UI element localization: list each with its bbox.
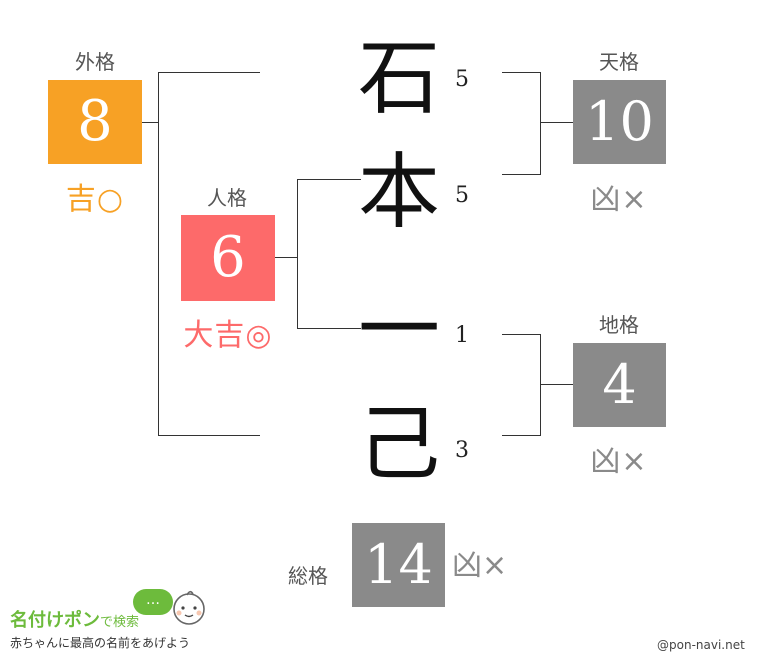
gaikaku-value-box: 8 xyxy=(48,80,142,164)
baby-icon xyxy=(170,588,208,632)
tenkaku-fortune: 凶× xyxy=(590,182,648,217)
tenkaku-bracket-vertical xyxy=(540,72,541,175)
soukaku-label: 総格 xyxy=(288,564,328,588)
logo-suffix: で検索 xyxy=(100,615,140,630)
gaikaku-bracket-top xyxy=(158,72,260,73)
tenkaku-bracket-top xyxy=(502,72,540,73)
name-char-1: 石 xyxy=(357,31,440,126)
jinkaku-bracket-bottom xyxy=(297,328,361,329)
speech-bubble-dots: … xyxy=(146,592,160,608)
logo: 名付けポンで検索 xyxy=(10,606,139,632)
name-char-2: 本 xyxy=(357,145,440,240)
tenkaku-connector xyxy=(540,122,573,123)
chikaku-bracket-bottom xyxy=(502,435,540,436)
stroke-count-2: 5 xyxy=(455,183,469,208)
gaikaku-connector xyxy=(142,122,159,123)
name-char-3: 一 xyxy=(357,283,440,378)
soukaku-value-box: 14 xyxy=(352,523,445,607)
tenkaku-label: 天格 xyxy=(599,50,639,74)
logo-title: 名付けポン xyxy=(10,610,100,631)
tenkaku-bracket-bottom xyxy=(502,174,540,175)
chikaku-bracket-vertical xyxy=(540,334,541,436)
chikaku-fortune: 凶× xyxy=(590,444,648,479)
jinkaku-connector xyxy=(275,257,298,258)
stroke-count-1: 5 xyxy=(455,67,469,92)
stroke-count-4: 3 xyxy=(455,438,469,463)
soukaku-fortune: 凶× xyxy=(452,548,508,583)
jinkaku-bracket-vertical xyxy=(297,179,298,329)
stroke-count-3: 1 xyxy=(455,323,469,348)
gaikaku-bracket-vertical xyxy=(158,72,159,436)
gaikaku-fortune: 吉○ xyxy=(65,182,125,217)
chikaku-connector xyxy=(540,384,573,385)
site-credit: @pon-navi.net xyxy=(657,638,745,652)
gaikaku-label: 外格 xyxy=(75,50,115,74)
jinkaku-bracket-top xyxy=(297,179,361,180)
chikaku-label: 地格 xyxy=(599,313,639,337)
chikaku-value-box: 4 xyxy=(573,343,666,427)
name-char-4: 己 xyxy=(357,397,440,492)
jinkaku-label: 人格 xyxy=(207,186,247,210)
jinkaku-fortune: 大吉◎ xyxy=(183,318,273,353)
tenkaku-value-box: 10 xyxy=(573,80,666,164)
chikaku-bracket-top xyxy=(502,334,540,335)
gaikaku-bracket-bottom xyxy=(158,435,260,436)
speech-bubble-icon: … xyxy=(133,589,173,615)
jinkaku-value-box: 6 xyxy=(181,215,275,301)
tagline: 赤ちゃんに最高の名前をあげよう xyxy=(10,636,191,650)
